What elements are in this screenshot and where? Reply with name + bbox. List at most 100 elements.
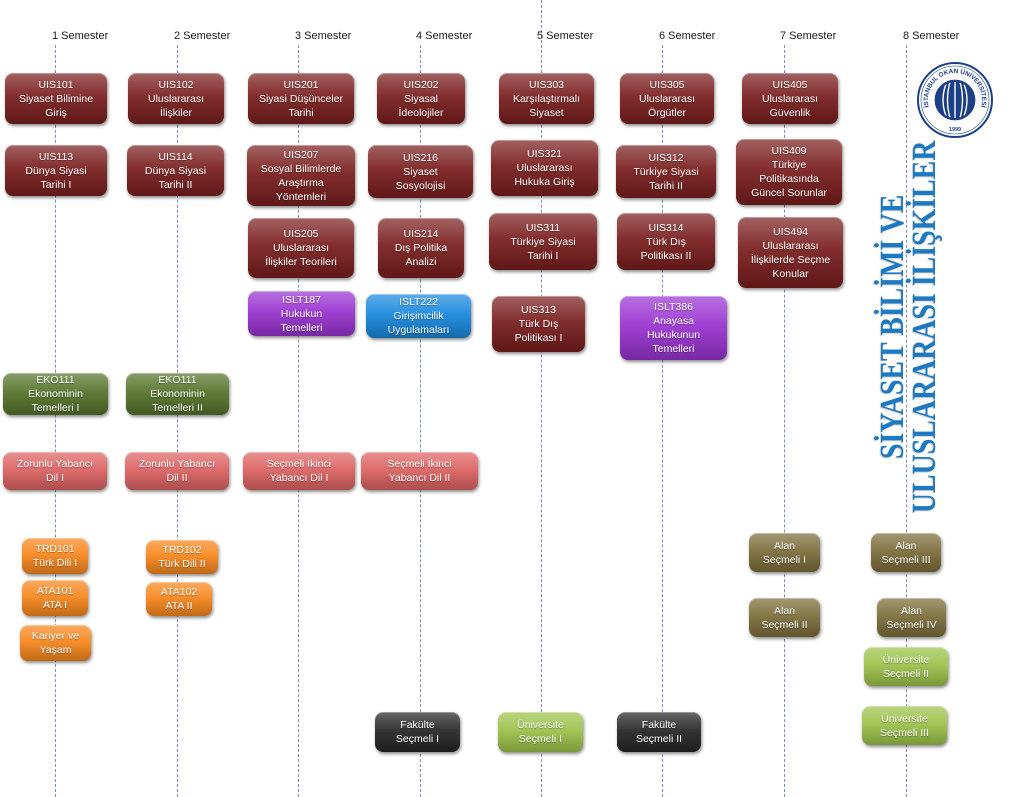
course-code: UIS321: [526, 148, 563, 160]
course-code: UIS205: [283, 228, 319, 240]
semester-label-5: 5 Semester: [537, 30, 594, 42]
course-title-line: İlişkiler Teorileri: [265, 256, 337, 268]
okan-university-logo: İSTANBUL OKAN ÜNİVERSİTESİ 1999: [917, 62, 993, 138]
logo-year: 1999: [949, 127, 961, 133]
semester-divider-2: [177, 45, 178, 797]
course-title-line: Tarihi I: [527, 249, 559, 262]
elective-field-2: Alan Seçmeli II: [749, 598, 820, 637]
course-code: UIS101: [38, 78, 74, 91]
course-title-line: Seçmeli İkinci: [266, 458, 332, 470]
course-title-line: Tarihi II: [158, 178, 193, 191]
course-title-line: Yabancı Dil II: [388, 472, 451, 484]
course-code: UIS409: [771, 145, 807, 157]
course-title-line: Uluslararası: [147, 92, 205, 105]
course-uis113: UIS113 Dünya Siyasi Tarihi I: [5, 145, 107, 196]
program-title: SİYASET BİLİMİ VE ULUSLARARASI İLİŞKİLER: [874, 138, 943, 515]
course-title-line: Üniversite: [517, 719, 564, 731]
course-title-line: Uygulamaları: [387, 324, 450, 336]
course-title-line: Siyaset: [529, 106, 564, 119]
course-ata101: ATA101 ATA I: [22, 580, 88, 616]
course-title-line: Anayasa: [653, 315, 694, 327]
semester-label-2: 2 Semester: [174, 30, 231, 42]
course-uis207: UIS207 Sosyal Bilimlerde Araştırma Yönte…: [247, 145, 355, 206]
course-title-line: Hukuka Giriş: [514, 176, 575, 188]
course-title-line: Zorunlu Yabancı: [138, 458, 216, 470]
course-code: TRD101: [35, 543, 75, 555]
course-title-line: Tarihi: [288, 106, 314, 119]
course-title-line: Uluslararası: [761, 92, 819, 105]
course-title-line: Üniversite: [881, 712, 928, 725]
course-title-line: Siyaset: [403, 165, 438, 178]
course-uis305: UIS305 Uluslararası Örgütler: [620, 73, 714, 124]
course-title-line: Kariyer ve: [31, 630, 80, 642]
course-code: UIS312: [648, 151, 684, 164]
course-title-line: Alan: [900, 604, 922, 617]
course-title-line: Sosyal Bilimlerde: [260, 162, 342, 175]
course-title-line: Türk Dili I: [32, 557, 78, 569]
course-title-line: Siyasal: [404, 92, 438, 105]
course-code: UIS207: [283, 148, 319, 161]
course-title-line: Karşılaştırmalı: [512, 92, 581, 105]
semester-label-6: 6 Semester: [659, 30, 716, 42]
course-title-line: Yaşam: [39, 644, 72, 656]
course-title-line: Analizi: [405, 256, 437, 268]
course-uis114: UIS114 Dünya Siyasi Tarihi II: [127, 145, 224, 196]
course-title-line: Türk Dış: [646, 235, 686, 248]
course-title-line: Seçmeli I: [395, 733, 440, 745]
elective-university-2: Üniversite Seçmeli II: [864, 647, 948, 686]
course-uis202: UIS202 Siyasal İdeolojiler: [377, 73, 465, 124]
course-title-line: Temelleri II: [152, 402, 203, 414]
course-title-line: Tarihi I: [40, 178, 72, 191]
course-title-line: Uluslararası: [272, 242, 330, 254]
course-uis321: UIS321 Uluslararası Hukuka Giriş: [491, 140, 598, 196]
course-title-line: Seçmeli II: [882, 667, 930, 680]
course-code: EKO111: [36, 374, 75, 386]
course-code: ISLT187: [282, 293, 321, 306]
course-title-line: Seçmeli IV: [886, 618, 937, 631]
course-title-line: Seçmeli II: [635, 733, 683, 745]
course-uis312: UIS312 Türkiye Siyasi Tarihi II: [616, 145, 716, 198]
course-title-line: ATA I: [42, 599, 68, 611]
course-uis216: UIS216 Siyaset Sosyolojisi: [368, 145, 473, 198]
course-title-line: Türkiye Siyasi: [633, 165, 699, 178]
course-uis303: UIS303 Karşılaştırmalı Siyaset: [499, 73, 594, 124]
course-islt222: ISLT222 Girişimcilik Uygulamaları: [366, 294, 471, 338]
course-title-line: Dış Politika: [394, 242, 448, 254]
course-eko111-2: EKO111 Ekonominin Temelleri II: [126, 373, 229, 415]
semester-divider-3: [298, 45, 299, 797]
course-code: UIS113: [38, 150, 74, 163]
course-title-line: Üniversite: [882, 653, 930, 666]
course-title-line: Politikasında: [759, 173, 819, 185]
semester-label-7: 7 Semester: [780, 30, 837, 42]
course-title-line: Yabancı Dil I: [269, 472, 329, 484]
course-title-line: Girişimcilik: [393, 310, 444, 322]
course-code: UIS201: [283, 78, 319, 91]
semester-divider-8: [906, 45, 907, 797]
course-title-line: Güvenlik: [769, 106, 811, 119]
course-title-line: İdeolojiler: [398, 106, 444, 119]
course-code: UIS405: [772, 78, 808, 91]
course-title-line: Seçmeli I: [762, 553, 807, 566]
elective-university-3: Üniversite Seçmeli III: [862, 706, 947, 745]
course-career: Kariyer ve Yaşam: [20, 625, 91, 661]
semester-label-8: 8 Semester: [903, 30, 960, 42]
course-title-line: Araştırma: [278, 176, 324, 189]
course-title-line: Fakülte: [641, 719, 677, 731]
program-title-line-1: SİYASET BİLİMİ VE: [874, 194, 911, 460]
course-title-line: Tarihi II: [649, 179, 683, 192]
course-trd102: TRD102 Türk Dili II: [146, 540, 218, 574]
course-code: UIS214: [403, 228, 439, 240]
course-title-line: Uluslararası: [638, 92, 696, 105]
course-title-line: Fakülte: [400, 719, 435, 731]
course-uis201: UIS201 Siyasi Düşünceler Tarihi: [248, 73, 354, 124]
semester-divider-5: [541, 0, 542, 797]
semester-divider-4: [420, 45, 421, 797]
course-title-line: Örgütler: [648, 106, 686, 119]
course-uis405: UIS405 Uluslararası Güvenlik: [742, 73, 838, 124]
course-title-line: Dil I: [45, 472, 65, 484]
course-trd101: TRD101 Türk Dili I: [22, 538, 88, 574]
course-code: EKO111: [158, 374, 197, 386]
course-ata102: ATA102 ATA II: [146, 582, 212, 616]
course-title-line: Temelleri I: [31, 402, 80, 414]
course-title-line: Dil II: [166, 472, 188, 484]
